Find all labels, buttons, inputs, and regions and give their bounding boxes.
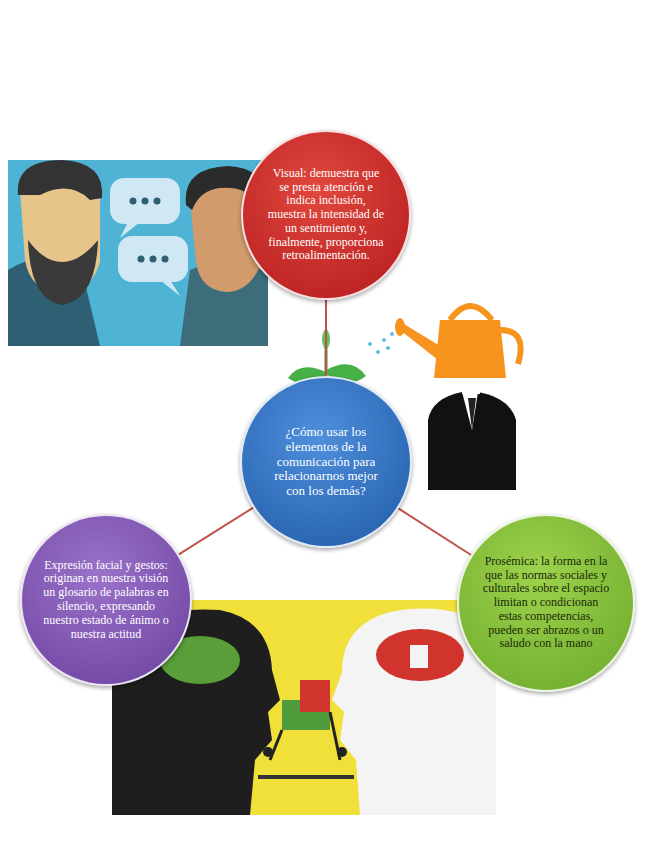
connector-line xyxy=(179,508,253,555)
circle-node: Expresión facial y gestos: originan en n… xyxy=(20,514,192,686)
circle-text: ¿Cómo usar los elementos de la comunicac… xyxy=(264,425,388,500)
conversation-picture xyxy=(8,160,268,346)
circle-node: Prosémica: la forma en la que las normas… xyxy=(457,514,635,692)
connector-line xyxy=(325,300,327,376)
circle-text: Visual: demuestra que se presta atención… xyxy=(267,167,385,264)
circle-text: Expresión facial y gestos: originan en n… xyxy=(42,559,170,642)
circle-text: Prosémica: la forma en la que las normas… xyxy=(481,555,611,652)
circle-node: ¿Cómo usar los elementos de la comunicac… xyxy=(240,376,412,548)
connector-line xyxy=(398,508,471,555)
circle-node: Visual: demuestra que se presta atención… xyxy=(241,130,411,300)
